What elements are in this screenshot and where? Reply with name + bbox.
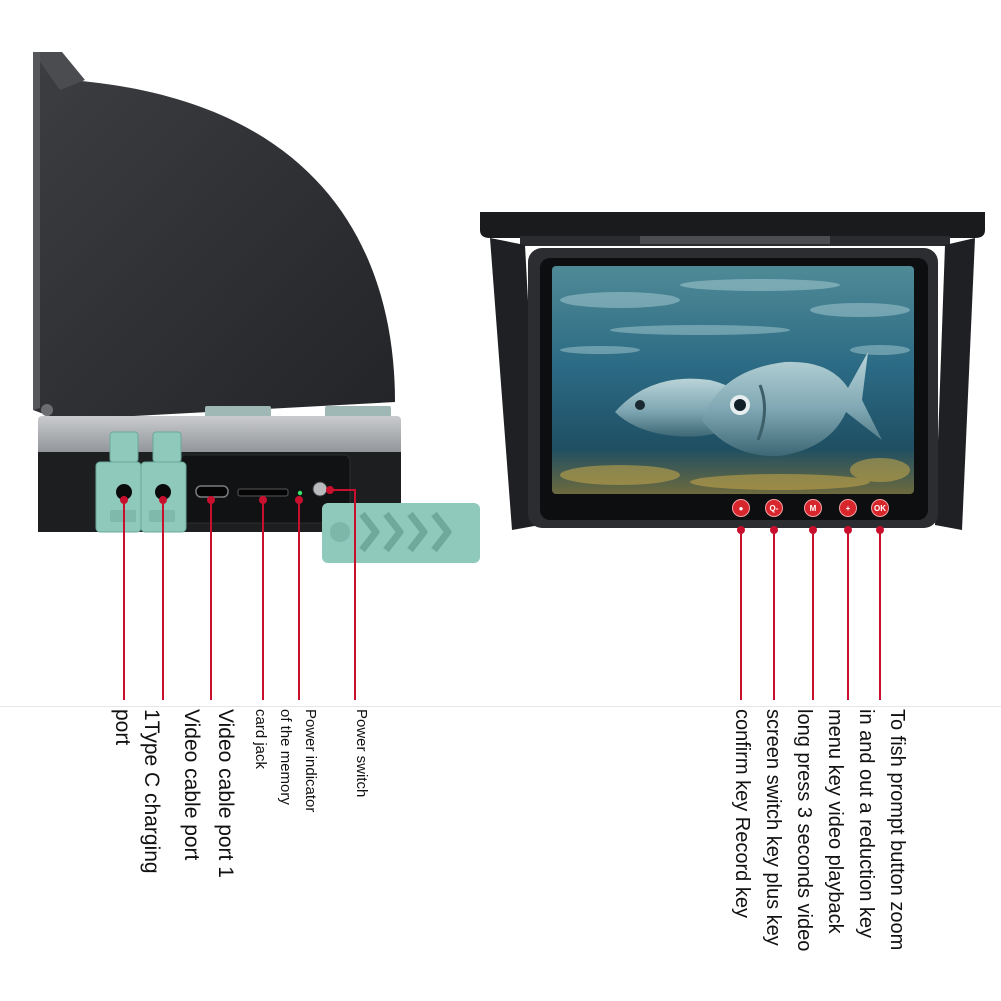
video-cable-port-icon xyxy=(155,484,171,500)
right-pointer-lines xyxy=(737,526,884,700)
sun-shade xyxy=(33,52,395,420)
label-type-c-charging: 1Type C charging xyxy=(140,709,163,874)
label-to-fish: To fish prompt button zoom xyxy=(886,709,908,951)
record-button[interactable]: ● xyxy=(732,499,750,517)
label-menu-key: menu key video playback xyxy=(824,709,846,934)
device-body-band xyxy=(38,416,401,456)
front-view-device xyxy=(480,212,985,530)
label-card-jack: card jack xyxy=(252,709,269,770)
label-power-indicator: Power indicator xyxy=(302,709,319,813)
ok-button[interactable]: OK xyxy=(871,499,889,517)
power-switch-icon xyxy=(312,481,328,497)
menu-button[interactable]: M xyxy=(804,499,822,517)
card-slot-icon xyxy=(237,488,289,497)
visor-top xyxy=(480,212,985,238)
divider-line xyxy=(0,706,1001,707)
type-c-port-icon xyxy=(195,485,229,498)
label-port: port xyxy=(111,709,134,746)
label-screen-switch-plus: screen switch key plus key xyxy=(762,709,784,946)
label-video-cable-port-1: Video cable port 1 xyxy=(214,709,237,878)
left-pointer-lines xyxy=(120,486,356,700)
zoom-out-button[interactable]: Q- xyxy=(765,499,783,517)
plus-button[interactable]: + xyxy=(839,499,857,517)
side-view-device xyxy=(33,52,480,563)
label-confirm-record: confirm key Record key xyxy=(731,709,753,918)
power-indicator-icon xyxy=(297,490,303,496)
label-of-the-memory: of the memory xyxy=(277,709,294,805)
large-fish-image xyxy=(702,352,882,457)
label-in-and-out: in and out a reduction key xyxy=(855,709,877,939)
label-long-press: long press 3 seconds video xyxy=(793,709,815,952)
label-power-switch: Power switch xyxy=(353,709,370,798)
label-video-cable-port: Video cable port xyxy=(180,709,203,861)
video-cable-port-1-icon xyxy=(116,484,132,500)
